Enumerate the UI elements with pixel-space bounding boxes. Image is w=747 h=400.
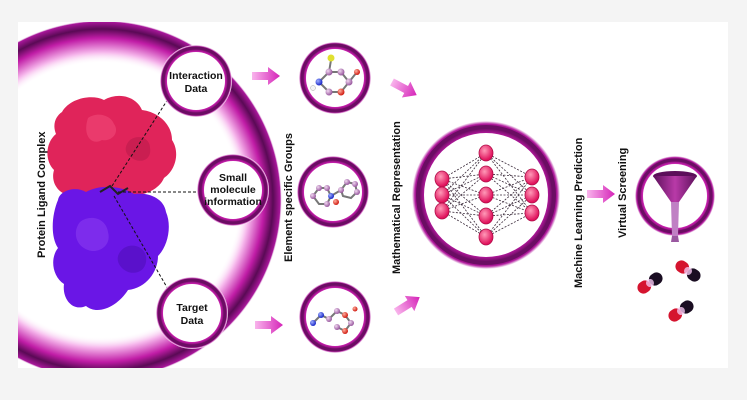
network-edge [441, 210, 487, 238]
molecule-bubble-2 [295, 154, 371, 230]
network-node [524, 204, 540, 222]
neural-network-icon [441, 152, 533, 238]
network-node [478, 186, 494, 204]
target-data-label-1: Target [176, 302, 208, 314]
interaction-data-label-2: Data [185, 83, 208, 95]
network-node [434, 170, 450, 188]
small-molecule-label-3: information [204, 196, 262, 208]
network-edge [485, 212, 533, 217]
network-edge [485, 194, 533, 214]
network-edge [441, 178, 487, 217]
network-edge [485, 173, 533, 178]
network-node [434, 186, 450, 204]
small-molecule-label-2: molecule [210, 184, 256, 196]
network-edge [485, 173, 533, 214]
network-edge [485, 152, 533, 178]
network-edge [441, 152, 487, 180]
pink-arrow-icon [252, 67, 280, 85]
network-edge [441, 194, 487, 212]
pink-arrow-icon [387, 74, 421, 104]
molecule-ball-stick-icon [310, 54, 360, 96]
mathematical-representation-label: Mathematical Representation [391, 121, 403, 274]
molecule-ball-stick-icon [310, 179, 360, 207]
network-edge [441, 194, 487, 217]
network-edge [485, 176, 533, 238]
network-edge [485, 176, 533, 217]
network-node [524, 186, 540, 204]
network-edge [485, 173, 533, 196]
target-data-bubble: Target Data [154, 275, 230, 351]
virtual-screening-label: Virtual Screening [617, 148, 629, 238]
molecule-bubble-3 [297, 279, 373, 355]
network-edge [441, 194, 487, 238]
network-edge [485, 152, 533, 214]
network-node [478, 228, 494, 246]
small-molecule-bubble: Small molecule information [195, 152, 271, 228]
network-edge [441, 178, 487, 238]
pink-arrow-icon [391, 289, 425, 320]
interaction-data-label-1: Interaction [169, 70, 223, 82]
molecule-ball-stick-icon [310, 306, 358, 334]
network-edge [485, 212, 533, 238]
network-node [524, 168, 540, 186]
protein-ligand-complex-label: Protein Ligand Complex [36, 131, 48, 258]
network-node [478, 207, 494, 225]
network-edge [441, 152, 487, 212]
target-data-label-2: Data [181, 315, 204, 327]
interaction-data-bubble: Interaction Data [158, 43, 234, 119]
network-edge [441, 152, 487, 196]
virtual-screening-bubble [635, 156, 715, 242]
machine-learning-prediction-label: Machine Learning Prediction [573, 137, 585, 288]
element-specific-groups-label: Element specific Groups [283, 133, 295, 262]
network-node [478, 165, 494, 183]
network-edge [441, 173, 487, 212]
pink-arrow-icon [255, 316, 283, 334]
network-edge [485, 194, 533, 217]
neural-network-bubble [412, 121, 560, 269]
small-molecule-label-1: Small [219, 172, 247, 184]
funnel-icon [653, 171, 697, 242]
network-edge [485, 176, 533, 196]
network-node [434, 202, 450, 220]
network-edge [441, 173, 487, 196]
protein-surface-icon [47, 95, 200, 311]
capsule-icon [637, 260, 701, 322]
network-node [478, 144, 494, 162]
molecule-bubble-1 [297, 40, 373, 116]
pink-arrow-icon [587, 185, 615, 203]
network-edge [441, 178, 487, 196]
